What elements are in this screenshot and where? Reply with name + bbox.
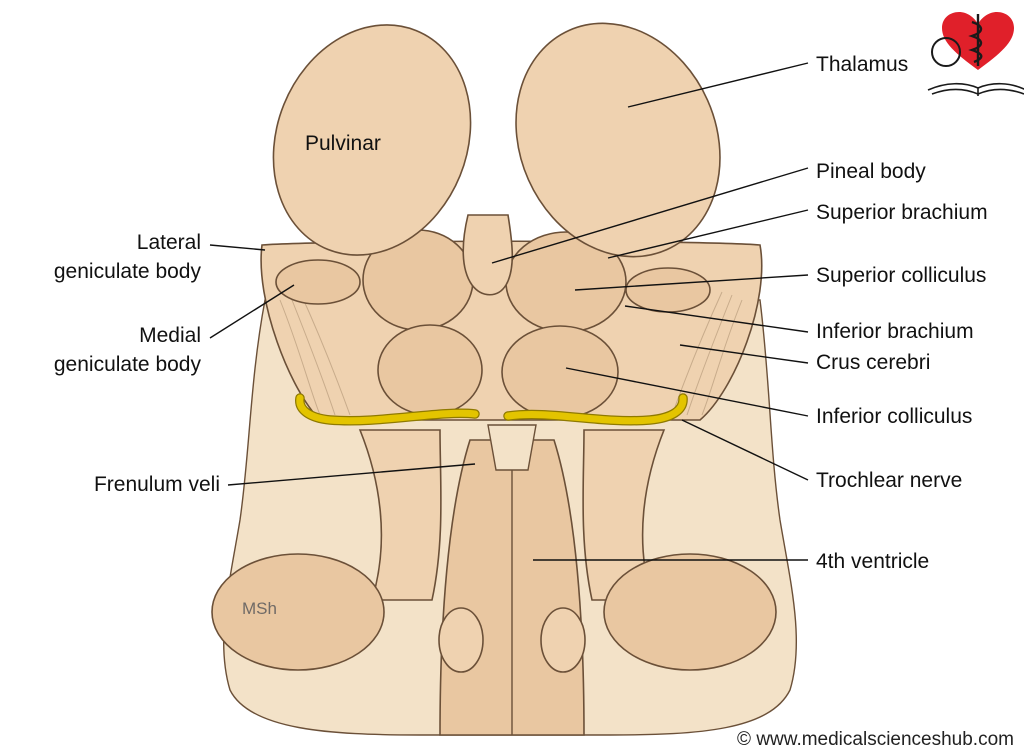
brainstem-illustration [211, 22, 798, 736]
leader-thalamus [627, 62, 809, 108]
leader-superior-colliculus [574, 274, 809, 291]
leader-pineal-body [491, 167, 809, 264]
pineal-body [462, 214, 514, 296]
frenulum-veli [487, 424, 537, 471]
leader-frenulum-veli [227, 463, 476, 486]
right-peduncle [582, 429, 666, 601]
trochlear-nerve-right [504, 394, 687, 425]
right-geniculate-bodies [625, 267, 711, 313]
left-cut-peduncle-msh [211, 553, 385, 671]
medial-geniculate-body-label-line2: geniculate body [54, 353, 202, 376]
lateral-geniculate-body-label-line2: geniculate body [54, 260, 202, 283]
frenulum-veli-label: Frenulum veli [94, 473, 220, 496]
leader-inferior-brachium [624, 305, 809, 333]
crus-fibres [279, 291, 743, 416]
leader-lines [209, 62, 809, 561]
superior-brachium-label: Superior brachium [816, 201, 988, 224]
trochlear-nerve-left [296, 394, 479, 425]
lateral-geniculate-body-label-line1: Lateral [137, 231, 201, 254]
right-thalamus [515, 22, 721, 258]
left-facial-colliculus [438, 607, 484, 673]
right-facial-colliculus [540, 607, 586, 673]
right-inferior-colliculus [501, 325, 619, 419]
crus-cerebri-label: Crus cerebri [816, 351, 930, 374]
caduceus-staff [968, 14, 983, 66]
fourth-ventricle-label: 4th ventricle [816, 550, 929, 573]
thalamus-label: Thalamus [816, 53, 908, 76]
superior-colliculus-label: Superior colliculus [816, 264, 986, 287]
inferior-brachium-label: Inferior brachium [816, 320, 974, 343]
leader-medial-geniculate-body [209, 284, 295, 339]
copyright-text: © www.medicalscienceshub.com [737, 729, 1014, 750]
stethoscope-ring [931, 37, 961, 67]
leader-inferior-colliculus [565, 367, 809, 417]
leader-trochlear-nerve [681, 419, 809, 481]
pulvinar-label: Pulvinar [305, 132, 381, 155]
msh-label: MSh [242, 599, 277, 618]
leader-superior-brachium [607, 209, 809, 259]
medial-geniculate-body-label-line1: Medial [139, 324, 201, 347]
left-geniculate-bodies [275, 259, 361, 305]
inferior-colliculus-label: Inferior colliculus [816, 405, 972, 428]
caduceus-heart-book-icon [927, 12, 1024, 96]
trochlear-nerve-label: Trochlear nerve [816, 469, 962, 492]
leader-crus-cerebri [679, 344, 809, 364]
right-cut-peduncle [603, 553, 777, 671]
leader-lateral-geniculate-body [209, 244, 266, 251]
open-book [927, 82, 1024, 96]
left-inferior-colliculus [377, 324, 483, 416]
left-thalamus [272, 24, 472, 256]
pineal-body-label: Pineal body [816, 160, 926, 183]
